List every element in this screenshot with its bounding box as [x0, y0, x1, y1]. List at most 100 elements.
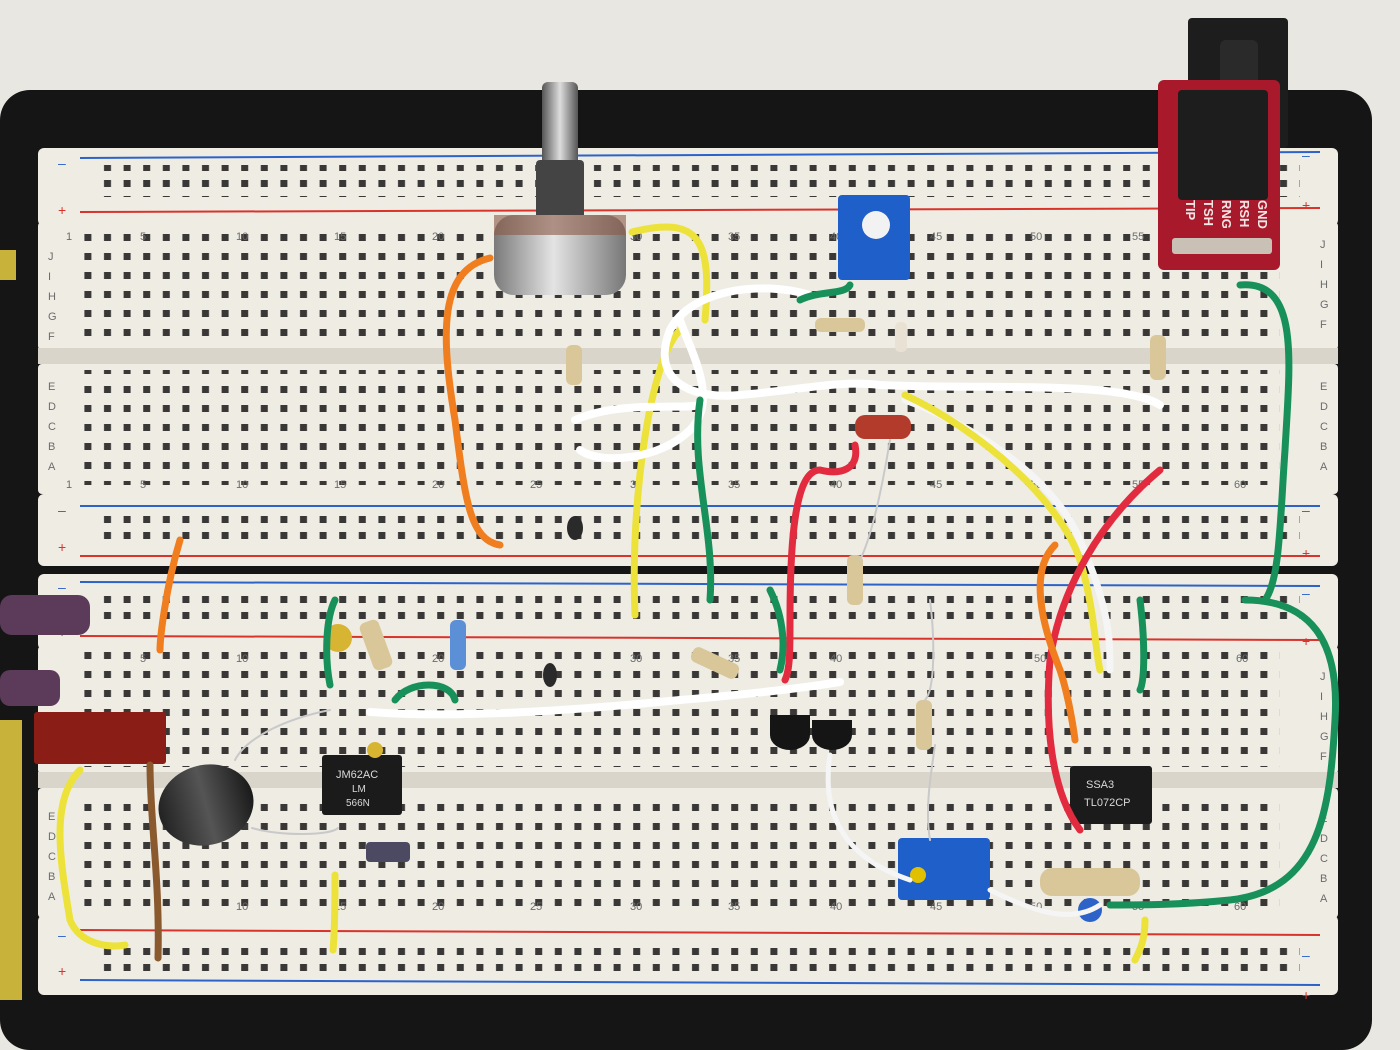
hole-mark [567, 516, 583, 540]
col-num: 35 [728, 479, 740, 491]
potentiometer [494, 82, 626, 295]
col-num: 10 [236, 479, 248, 491]
col-num: 10 [236, 653, 248, 665]
ic-tl072: SSA3 TL072CP [1070, 766, 1152, 824]
breadboard-top [38, 148, 1338, 566]
row-letter: G [48, 311, 57, 323]
trimmer-pot-bottom [898, 838, 990, 900]
jack-label-rsh: RSH [1237, 200, 1252, 227]
svg-text:–: – [58, 155, 66, 171]
jack-label-tip: TIP [1183, 200, 1198, 221]
row-letter: E [1320, 381, 1327, 393]
col-num: 1 [66, 231, 72, 243]
col-num: 15 [334, 479, 346, 491]
ic-lm566: JM62AC LM 566N [322, 755, 402, 815]
row-letter: C [48, 421, 56, 433]
col-num: 40 [830, 479, 842, 491]
audio-jack-breakout: GND RSH RNG TSH TIP [1158, 18, 1288, 270]
pin-header [34, 712, 166, 764]
row-letter: A [48, 891, 56, 903]
small-component-purple [366, 842, 410, 862]
transistors [770, 715, 852, 750]
row-letter: F [1320, 319, 1327, 331]
row-letter: D [48, 401, 56, 413]
row-letter: I [1320, 259, 1323, 271]
row-letters: J I H G F E D C B A J I H G F E D C B A … [48, 239, 1329, 905]
svg-text:–: – [58, 579, 66, 595]
row-letter: I [1320, 691, 1323, 703]
film-capacitor [855, 415, 911, 439]
row-letter: A [48, 461, 56, 473]
ic-left-line1: JM62AC [336, 769, 378, 781]
col-num: 50 [1034, 653, 1046, 665]
svg-text:–: – [58, 927, 66, 943]
row-letter: H [1320, 711, 1328, 723]
ic-right-line2: TL072CP [1084, 797, 1130, 809]
row-letter: B [1320, 873, 1327, 885]
col-num: 20 [432, 901, 444, 913]
row-letter: C [48, 851, 56, 863]
col-num: 25 [530, 901, 542, 913]
row-letter: C [1320, 853, 1328, 865]
col-num: 45 [930, 901, 942, 913]
col-num: 20 [432, 653, 444, 665]
hole-mark-2 [543, 663, 557, 687]
col-num: 60 [1234, 479, 1246, 491]
resistors [359, 318, 1166, 896]
col-num: 35 [728, 231, 740, 243]
jack-label-gnd: GND [1255, 200, 1270, 229]
row-letter: A [1320, 461, 1328, 473]
jack-label-rng: RNG [1219, 200, 1234, 229]
col-num: 60 [1236, 653, 1248, 665]
col-num: 25 [530, 479, 542, 491]
col-num: 5 [140, 231, 146, 243]
svg-text:–: – [1302, 502, 1310, 518]
col-num: 5 [140, 653, 146, 665]
row-letter: D [1320, 833, 1328, 845]
svg-text:+: + [58, 963, 66, 979]
col-num: 55 [1132, 231, 1144, 243]
svg-text:+: + [58, 202, 66, 218]
row-letter: B [48, 871, 55, 883]
svg-text:–: – [1302, 947, 1310, 963]
row-letter: H [1320, 279, 1328, 291]
col-num: 45 [930, 479, 942, 491]
row-letter: E [48, 381, 55, 393]
svg-text:–: – [58, 502, 66, 518]
svg-text:+: + [1302, 987, 1310, 1003]
row-letter: J [48, 251, 54, 263]
row-letter: G [1320, 299, 1329, 311]
svg-text:+: + [1302, 197, 1310, 213]
row-letter: G [1320, 731, 1329, 743]
row-letter: I [48, 271, 51, 283]
col-num: 50 [1030, 231, 1042, 243]
col-num: 40 [830, 901, 842, 913]
base-plate-sticker [0, 720, 22, 1000]
col-num: 10 [236, 901, 248, 913]
wires [56, 223, 1340, 964]
row-letter: E [48, 811, 55, 823]
base-plate-sticker-2 [0, 250, 16, 280]
row-letter: F [1320, 751, 1327, 763]
row-letter: F [48, 331, 55, 343]
svg-text:+: + [1302, 545, 1310, 561]
col-num: 45 [930, 231, 942, 243]
svg-text:+: + [58, 539, 66, 555]
row-letter: H [48, 291, 56, 303]
col-num: 60 [1234, 901, 1246, 913]
svg-text:–: – [1302, 585, 1310, 601]
col-num: 5 [140, 479, 146, 491]
row-letter: J [1320, 671, 1326, 683]
ic-left-line2: LM [352, 784, 366, 795]
col-num: 20 [432, 479, 444, 491]
col-num: 1 [66, 479, 72, 491]
row-letter: B [48, 441, 55, 453]
svg-text:+: + [1302, 633, 1310, 649]
col-num: 30 [630, 653, 642, 665]
row-letter: J [1320, 239, 1326, 251]
capacitors-left-edge [0, 595, 90, 706]
breadboard-bottom [38, 574, 1338, 995]
col-num: 30 [630, 901, 642, 913]
row-letter: B [1320, 441, 1327, 453]
